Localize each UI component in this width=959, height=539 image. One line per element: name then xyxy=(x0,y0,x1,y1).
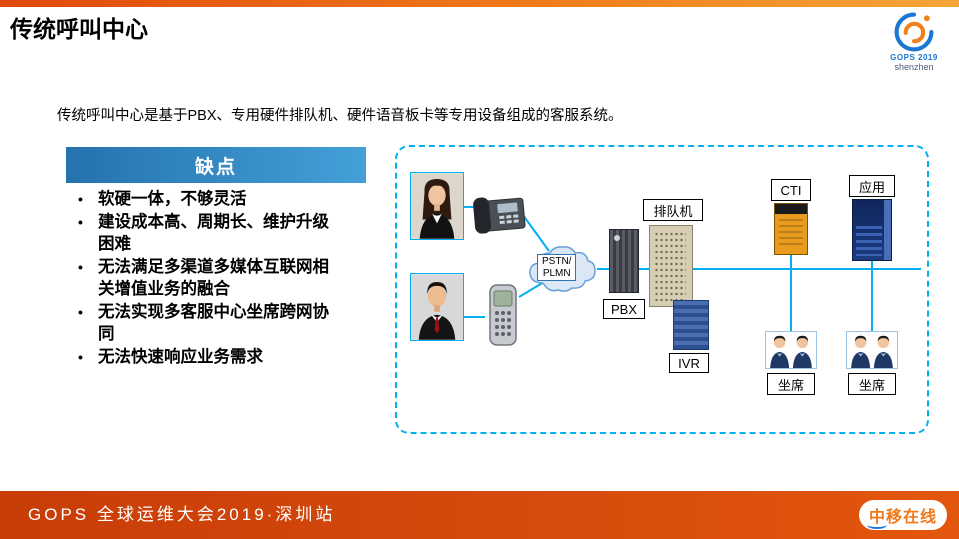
application-server xyxy=(852,199,892,261)
queue-machine-panel xyxy=(654,231,686,301)
footer-conference-text: GOPS 全球运维大会2019·深圳站 xyxy=(28,505,336,524)
queue-machine-label: 排队机 xyxy=(643,199,703,221)
footer-bar: GOPS 全球运维大会2019·深圳站 中移在线 xyxy=(0,491,959,539)
caller-woman-photo xyxy=(410,172,464,240)
app-server-slats xyxy=(856,226,882,256)
cti-label: CTI xyxy=(771,179,811,201)
agents-group-1 xyxy=(765,331,817,369)
gops-swirl-icon xyxy=(894,12,934,52)
cti-server-slats xyxy=(779,219,803,249)
gops-logo-subtext: shenzhen xyxy=(894,61,934,72)
caller-man-photo xyxy=(410,273,464,341)
cti-server xyxy=(774,203,808,255)
cloud-label: PSTN/ PLMN xyxy=(537,254,577,281)
agents-1-label: 坐席 xyxy=(767,373,815,395)
pbx-server xyxy=(609,229,639,293)
queue-machine-server xyxy=(649,225,693,307)
app-label: 应用 xyxy=(849,175,895,197)
mobile-phone-icon xyxy=(485,284,521,346)
drawback-item: 建设成本高、周期长、维护升级困难 xyxy=(70,211,342,255)
page-title: 传统呼叫中心 xyxy=(10,16,148,42)
agents-2-label: 坐席 xyxy=(848,373,896,395)
drawbacks-heading: 缺点 xyxy=(66,147,366,183)
agents-group-2 xyxy=(846,331,898,369)
china-mobile-online-logo-text: 中移在线 xyxy=(866,503,937,529)
intro-text: 传统呼叫中心是基于PBX、专用硬件排队机、硬件语音板卡等专用设备组成的客服系统。 xyxy=(57,108,623,124)
call-center-architecture-diagram: PSTN/ PLMN PBX 排队机 IVR CTI 应用 xyxy=(395,145,929,434)
china-mobile-online-logo: 中移在线 xyxy=(859,500,947,530)
top-accent-bar xyxy=(0,0,959,7)
gops-logo-text: GOPS 2019 xyxy=(890,53,938,62)
drawback-item: 无法快速响应业务需求 xyxy=(70,346,342,368)
gops-conference-logo: GOPS 2019 shenzhen xyxy=(881,10,947,73)
drawback-item: 无法实现多客服中心坐席跨网协同 xyxy=(70,301,342,345)
drawback-item: 软硬一体，不够灵活 xyxy=(70,188,342,210)
drawbacks-list: 软硬一体，不够灵活 建设成本高、周期长、维护升级困难 无法满足多渠道多媒体互联网… xyxy=(70,188,342,369)
pbx-label: PBX xyxy=(603,299,645,319)
logo-swoosh xyxy=(866,521,887,529)
pstn-plmn-cloud: PSTN/ PLMN xyxy=(525,243,599,295)
drawback-item: 无法满足多渠道多媒体互联网相关增值业务的融合 xyxy=(70,256,342,300)
ivr-server xyxy=(673,300,709,350)
app-server-side xyxy=(884,200,891,260)
ivr-label: IVR xyxy=(669,353,709,373)
desk-phone-icon xyxy=(472,192,528,236)
cti-server-top xyxy=(775,204,807,214)
pbx-indicator xyxy=(614,235,620,241)
